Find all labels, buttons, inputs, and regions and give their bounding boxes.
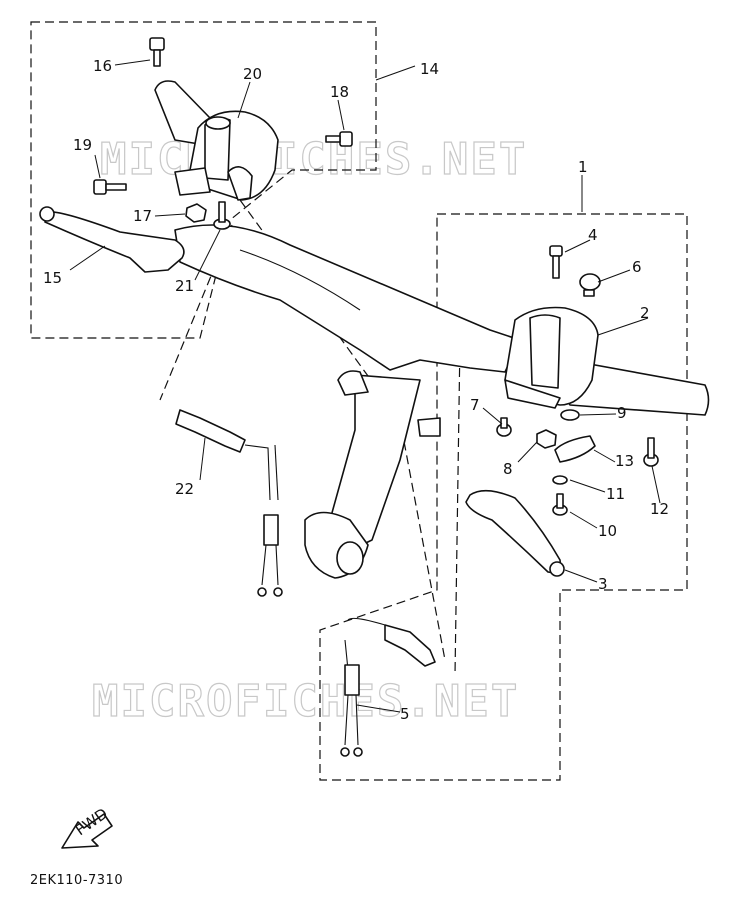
nut-17	[185, 203, 207, 223]
drawing-code: 2EK110-7310	[30, 873, 123, 888]
leader-lines	[69, 59, 661, 713]
screw-4	[549, 245, 563, 279]
washer-9	[560, 409, 580, 421]
callout-4: 4	[588, 226, 598, 244]
callout-16: 16	[93, 57, 112, 75]
watermark-bottom: MICROFICHES.NET	[92, 676, 519, 727]
callout-7: 7	[470, 396, 480, 414]
bolt-16	[149, 37, 165, 67]
callout-2: 2	[640, 304, 650, 322]
callout-12: 12	[650, 500, 669, 518]
callout-14: 14	[420, 60, 439, 78]
callout-20: 20	[243, 65, 262, 83]
callout-13: 13	[615, 452, 634, 470]
assembly-line	[454, 339, 461, 676]
group-box-14	[30, 21, 377, 339]
callout-8: 8	[503, 460, 513, 478]
bolt-18	[325, 131, 353, 147]
callout-3: 3	[598, 575, 608, 593]
watermark-top: MICROFICHES.NET	[100, 134, 527, 185]
screw-10	[552, 493, 568, 516]
callout-1: 1	[578, 158, 588, 176]
right-switch-body	[504, 306, 599, 409]
callout-21: 21	[175, 277, 194, 295]
callout-22: 22	[175, 480, 194, 498]
handlebar-frame	[174, 224, 710, 579]
fwd-arrow-icon: FWD	[61, 804, 113, 849]
callout-17: 17	[133, 207, 152, 225]
right-lever	[465, 489, 562, 574]
left-lever	[44, 211, 185, 273]
callout-19: 19	[73, 136, 92, 154]
callout-11: 11	[606, 485, 625, 503]
callout-10: 10	[598, 522, 617, 540]
screw-21	[213, 201, 231, 230]
left-switch-body	[154, 80, 279, 201]
wire-22	[175, 409, 283, 597]
nut-8	[536, 429, 557, 449]
callout-15: 15	[43, 269, 62, 287]
washer-11	[552, 475, 568, 485]
cap-6	[579, 273, 601, 297]
bracket-13	[554, 435, 596, 463]
wire-5	[340, 617, 436, 757]
bolt-19	[93, 179, 127, 195]
group-box-1	[319, 213, 688, 781]
callout-9: 9	[617, 404, 627, 422]
callout-6: 6	[632, 258, 642, 276]
callout-5: 5	[400, 705, 410, 723]
bolt-7	[496, 417, 512, 437]
callout-18: 18	[330, 83, 349, 101]
bolt-12	[643, 437, 659, 467]
